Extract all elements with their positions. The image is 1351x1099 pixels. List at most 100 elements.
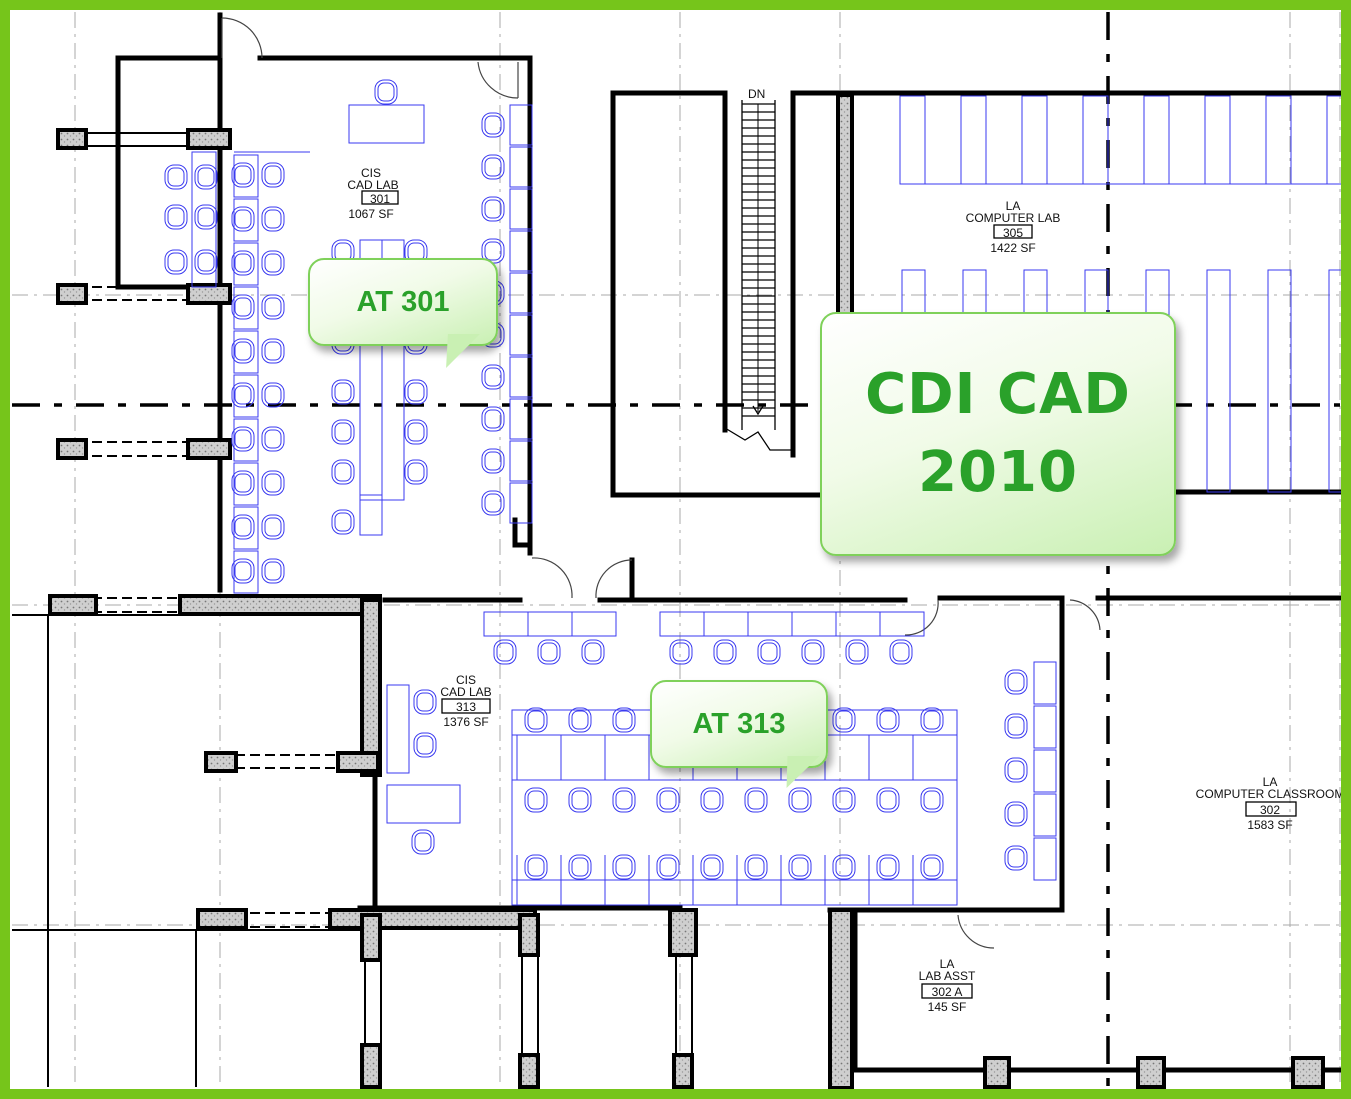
- room-tag-301: CIS CAD LAB 301 1067 SF: [347, 166, 398, 221]
- svg-text:LA: LA: [1006, 199, 1021, 213]
- desk: [483, 611, 529, 637]
- chair: [568, 707, 592, 733]
- desk: [509, 104, 533, 146]
- svg-text:305: 305: [1003, 226, 1023, 240]
- chair: [261, 338, 285, 364]
- chair: [194, 204, 218, 230]
- chair: [537, 639, 561, 665]
- chair: [612, 787, 636, 813]
- chair: [261, 250, 285, 276]
- chair: [481, 490, 505, 516]
- room-tag-302a: LA LAB ASST 302 A 145 SF: [919, 957, 976, 1014]
- chair: [568, 854, 592, 880]
- chair: [656, 787, 680, 813]
- chair: [194, 249, 218, 275]
- chair: [832, 854, 856, 880]
- chair: [331, 509, 355, 535]
- svg-text:1583 SF: 1583 SF: [1247, 818, 1292, 832]
- chair: [231, 338, 255, 364]
- desk: [1082, 95, 1109, 185]
- svg-text:LA: LA: [940, 957, 955, 971]
- chair: [231, 206, 255, 232]
- svg-text:COMPUTER LAB: COMPUTER LAB: [966, 211, 1061, 225]
- chair: [568, 787, 592, 813]
- chair: [261, 206, 285, 232]
- callout-at-313: AT 313: [650, 680, 828, 768]
- chair: [411, 829, 435, 855]
- desk: [233, 374, 259, 418]
- chair: [261, 558, 285, 584]
- chair: [481, 406, 505, 432]
- chair: [164, 204, 188, 230]
- chair: [876, 707, 900, 733]
- svg-text:LA: LA: [1263, 775, 1278, 789]
- desk: [233, 286, 259, 330]
- chair: [231, 162, 255, 188]
- desk: [1033, 837, 1057, 881]
- desk: [1143, 95, 1170, 185]
- svg-text:145 SF: 145 SF: [928, 1000, 967, 1014]
- stair: [724, 100, 793, 451]
- chair: [261, 382, 285, 408]
- chair: [404, 379, 428, 405]
- svg-text:LAB ASST: LAB ASST: [919, 969, 976, 983]
- desk: [233, 462, 259, 506]
- svg-text:313: 313: [456, 700, 476, 714]
- desk: [1326, 95, 1341, 185]
- desk: [233, 506, 259, 550]
- chair: [920, 854, 944, 880]
- chair: [261, 426, 285, 452]
- chair: [231, 426, 255, 452]
- chair: [1004, 845, 1028, 871]
- chair: [231, 470, 255, 496]
- desk: [960, 95, 987, 185]
- chair: [331, 379, 355, 405]
- desk: [509, 188, 533, 230]
- desk: [509, 230, 533, 272]
- chair: [194, 164, 218, 190]
- chair: [889, 639, 913, 665]
- chair: [331, 419, 355, 445]
- svg-text:CAD LAB: CAD LAB: [347, 178, 398, 192]
- chair: [845, 639, 869, 665]
- chair: [164, 249, 188, 275]
- desk: [1033, 793, 1057, 837]
- callout-at-301-text: AT 301: [356, 285, 450, 318]
- desk: [509, 482, 533, 524]
- chair: [261, 470, 285, 496]
- chair: [524, 707, 548, 733]
- chair: [876, 787, 900, 813]
- desk: [509, 314, 533, 356]
- stair-label: DN: [748, 87, 765, 101]
- desk: [1021, 95, 1048, 185]
- desk: [1267, 269, 1292, 493]
- desk: [703, 611, 749, 637]
- chair: [1004, 757, 1028, 783]
- instructor-desk: [348, 104, 425, 144]
- svg-text:302 A: 302 A: [932, 985, 963, 999]
- desk: [659, 611, 705, 637]
- desk: [1204, 95, 1231, 185]
- chair: [261, 162, 285, 188]
- desk: [879, 611, 925, 637]
- chair: [801, 639, 825, 665]
- desk: [509, 440, 533, 482]
- chair: [656, 854, 680, 880]
- svg-text:1067 SF: 1067 SF: [348, 207, 393, 221]
- chair: [581, 639, 605, 665]
- chair: [700, 854, 724, 880]
- desk: [386, 684, 410, 774]
- chair: [1004, 801, 1028, 827]
- room-tag-302: LA COMPUTER CLASSROOM 302 1583 SF: [1196, 775, 1341, 832]
- chair: [788, 854, 812, 880]
- desk: [899, 95, 926, 185]
- desk: [233, 550, 259, 594]
- chair: [524, 787, 548, 813]
- desk: [571, 611, 617, 637]
- desk: [1033, 705, 1057, 749]
- columns: [48, 93, 1325, 1089]
- svg-text:1422 SF: 1422 SF: [990, 241, 1035, 255]
- chair: [481, 112, 505, 138]
- callout-cdi-cad-year: 2010: [918, 440, 1078, 505]
- chair: [231, 382, 255, 408]
